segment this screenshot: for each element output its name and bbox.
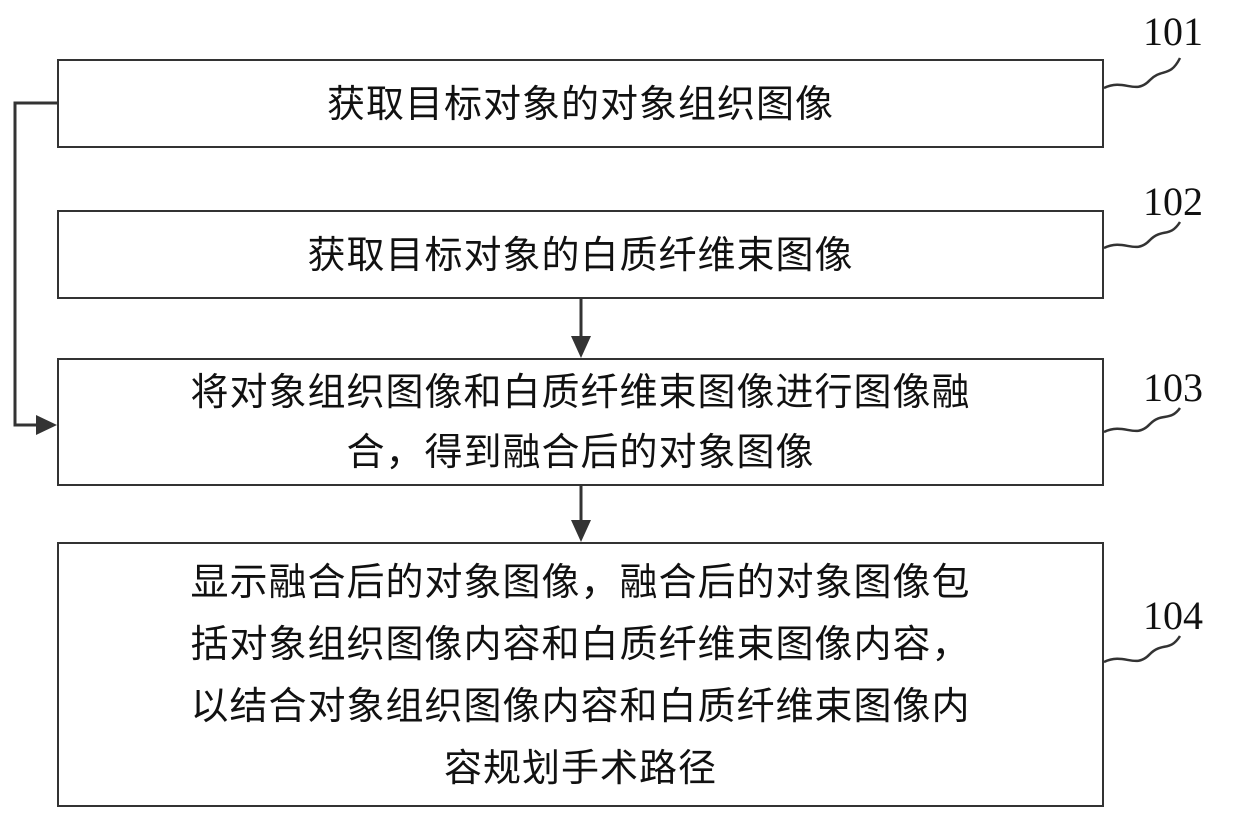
arrow-103-to-104-head (571, 520, 591, 542)
step-text-101: 获取目标对象的对象组织图像 (326, 81, 834, 126)
step-number-104: 104 (1143, 593, 1203, 638)
leader-line-103 (1103, 407, 1182, 434)
leader-line-102 (1103, 221, 1182, 250)
step-number-103: 103 (1143, 365, 1203, 410)
feedback-arrowhead (36, 415, 57, 435)
step-text-103: 将对象组织图像和白质纤维束图像进行图像融 合，得到融合后的对象图像 (190, 370, 971, 474)
step-box-103: 将对象组织图像和白质纤维束图像进行图像融 合，得到融合后的对象图像 (57, 358, 1104, 486)
step-box-104: 显示融合后的对象图像，融合后的对象图像包 括对象组织图像内容和白质纤维束图像内容… (57, 542, 1104, 807)
step-box-101: 获取目标对象的对象组织图像 (57, 59, 1104, 148)
arrow-102-to-103-head (571, 336, 591, 358)
step-box-102: 获取目标对象的白质纤维束图像 (57, 210, 1104, 299)
step-text-102: 获取目标对象的白质纤维束图像 (307, 232, 854, 277)
step-number-101: 101 (1143, 9, 1203, 54)
step-number-102: 102 (1143, 179, 1203, 224)
leader-line-101 (1103, 57, 1182, 90)
feedback-arrow-101-to-103 (13, 101, 57, 427)
leader-line-104 (1103, 635, 1182, 664)
step-text-104: 显示融合后的对象图像，融合后的对象图像包 括对象组织图像内容和白质纤维束图像内容… (190, 559, 971, 790)
